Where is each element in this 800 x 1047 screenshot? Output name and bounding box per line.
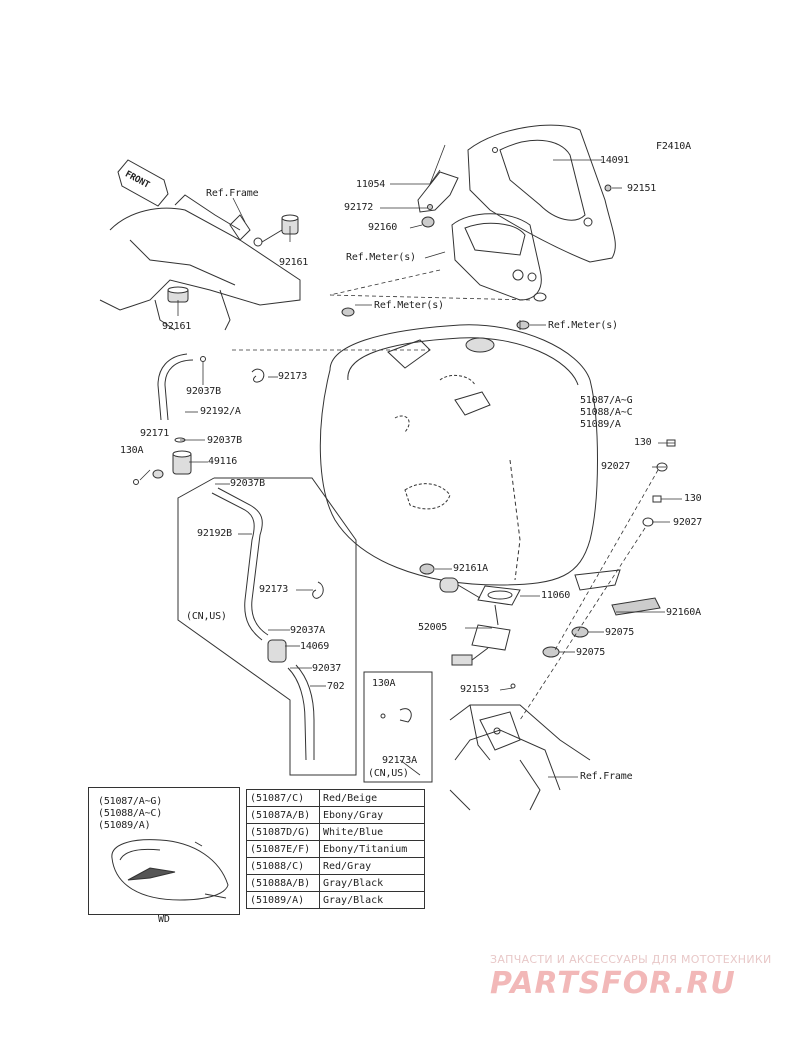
cn-us-box-2 [363,671,433,783]
table-cell-color: Gray/Black [319,874,425,892]
table-cell-code: (51089/A) [246,891,320,909]
frame-drawing [99,194,301,331]
label-92161-a: 92161 [279,257,309,268]
label-cn-us-1: (CN,US) [186,611,227,622]
label-92161-b: 92161 [162,321,192,332]
collar-92027-b [642,517,654,527]
label-52005: 52005 [418,622,448,633]
table-row: (51088/C)Red/Gray [246,857,425,875]
label-130a-1: 130A [120,445,144,456]
table-cell-code: (51087A/B) [246,806,320,824]
label-11060: 11060 [541,590,571,601]
label-14069: 14069 [300,641,330,652]
label-tank-2: 51088/A~C [580,407,633,418]
label-92192a: 92192/A [200,406,241,417]
meter-cover-drawing [467,124,616,263]
table-cell-color: Red/Gray [319,857,425,875]
front-arrow-icon [117,159,169,207]
label-92173-1: 92173 [278,371,308,382]
label-ref-meter-2: Ref.Meter(s) [374,300,444,311]
label-92075-2: 92075 [576,647,606,658]
table-cell-color: Gray/Black [319,891,425,909]
label-tank-1: 51087/A~G [580,395,633,406]
label-cn-us-2: (CN,US) [368,768,409,779]
table-cell-code: (51088/C) [246,857,320,875]
wd-label-1: (51087/A~G) [98,796,163,807]
wd-tank-icon [111,839,229,901]
color-table: (51087/C)Red/Beige (51087A/B)Ebony/Gray … [246,789,425,909]
wd-box [88,787,240,915]
label-92173a: 92173A [382,755,417,766]
label-49116: 49116 [208,456,238,467]
table-row: (51087/C)Red/Beige [246,789,425,807]
damper-92075-b [542,646,560,658]
label-92037a: 92037A [290,625,325,636]
label-130a-2: 130A [372,678,396,689]
fuel-pump-drawing [439,577,521,689]
label-92037b-1: 92037B [186,386,221,397]
label-92075-1: 92075 [605,627,635,638]
table-cell-code: (51087/C) [246,789,320,807]
wd-label-3: (51089/A) [98,820,151,831]
label-92171: 92171 [140,428,170,439]
label-92153: 92153 [460,684,490,695]
label-92027-1: 92027 [601,461,631,472]
table-row: (51088A/B)Gray/Black [246,874,425,892]
label-92037: 92037 [312,663,342,674]
bracket-drawing [417,171,459,213]
label-92037b-2: 92037B [207,435,242,446]
watermark-logo: PARTSFOR.RU [490,966,736,1001]
label-92192b: 92192B [197,528,232,539]
label-92172: 92172 [344,202,374,213]
table-row: (51087E/F)Ebony/Titanium [246,840,425,858]
label-14091: 14091 [600,155,630,166]
label-130-2: 130 [684,493,702,504]
table-cell-code: (51087D/G) [246,823,320,841]
label-ref-meter-3: Ref.Meter(s) [548,320,618,331]
fuel-tank-drawing [319,324,621,591]
table-row: (51087A/B)Ebony/Gray [246,806,425,824]
label-130-1: 130 [634,437,652,448]
label-ref-meter-1: Ref.Meter(s) [346,252,416,263]
label-11054: 11054 [356,179,386,190]
figure-code: F2410A [656,141,691,152]
table-cell-color: White/Blue [319,823,425,841]
bolt-130-b [652,495,662,503]
label-92160a: 92160A [666,607,701,618]
table-cell-color: Red/Beige [319,789,425,807]
frame-bottom-drawing [449,704,591,811]
meter-drawing [421,213,547,302]
wd-caption: WD [158,914,170,925]
label-92151: 92151 [627,183,657,194]
cn-us-outline-1 [177,477,357,776]
label-92037b-3: 92037B [230,478,265,489]
table-row: (51087D/G)White/Blue [246,823,425,841]
label-702: 702 [327,681,345,692]
label-92173-2: 92173 [259,584,289,595]
label-92160: 92160 [368,222,398,233]
table-cell-color: Ebony/Titanium [319,840,425,858]
watermark-tagline: ЗАПЧАСТИ И АКСЕССУАРЫ ДЛЯ МОТОТЕХНИКИ [490,953,772,966]
leader-lines [139,144,682,778]
label-ref-frame-bottom: Ref.Frame [580,771,633,782]
table-cell-code: (51088A/B) [246,874,320,892]
label-92161a: 92161A [453,563,488,574]
label-92027-2: 92027 [673,517,703,528]
pad-92160a [611,597,661,616]
table-cell-code: (51087E/F) [246,840,320,858]
hoses-drawing [133,353,324,761]
table-cell-color: Ebony/Gray [319,806,425,824]
label-ref-frame-top: Ref.Frame [206,188,259,199]
label-tank-3: 51089/A [580,419,621,430]
table-row: (51089/A)Gray/Black [246,891,425,909]
wd-label-2: (51088/A~C) [98,808,163,819]
